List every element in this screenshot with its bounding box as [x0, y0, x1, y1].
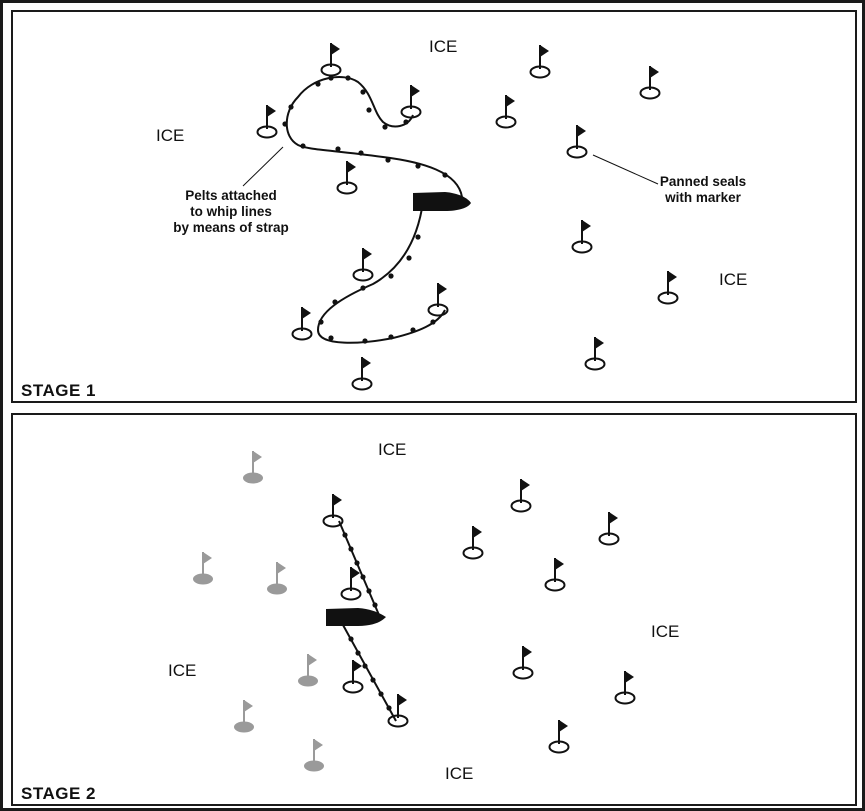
ice-label: ICE [445, 764, 473, 783]
pelts-callout-line: by means of strap [173, 220, 289, 235]
pelt-dot [282, 121, 288, 127]
flag-on-pan-icon [387, 694, 409, 728]
pelt-dot [386, 705, 392, 711]
seals-callout-line: with marker [664, 190, 742, 205]
pelt-dot [328, 75, 334, 81]
pelt-dot [382, 124, 388, 130]
grey-flag-icon [304, 739, 324, 772]
pelt-dot [388, 334, 394, 340]
pelt-dot [360, 285, 366, 291]
pelts-leader-line [242, 146, 284, 187]
flag-on-pan-icon [322, 494, 344, 528]
pelt-dot [410, 327, 416, 333]
flag-on-pan-icon [657, 271, 679, 305]
ship-icon [413, 192, 471, 211]
pelt-dot [403, 119, 409, 125]
whip-line-upper [285, 76, 463, 198]
stage-1-diagram: ICE ICE ICE Pelts attached to whip lines… [21, 37, 747, 400]
pelt-dot [348, 636, 354, 642]
pelt-dot [335, 146, 341, 152]
stage-1-panel: ICE ICE ICE Pelts attached to whip lines… [11, 10, 857, 403]
flag-on-pan-icon [510, 479, 532, 513]
pelts-callout-line: Pelts attached [185, 188, 277, 203]
pelt-dot [300, 143, 306, 149]
grey-flag-icon [267, 562, 287, 595]
grey-flag-icon [234, 700, 254, 733]
flag-on-pan-icon [529, 45, 551, 79]
flag-on-pan-icon [544, 558, 566, 592]
pelt-dot [315, 81, 321, 87]
flag-on-pan-icon [584, 337, 606, 371]
whip-line-lower [316, 201, 446, 344]
flag-on-pan-icon [291, 307, 313, 341]
stage-2-diagram: ICE ICE ICE ICE STAGE 2 [21, 440, 679, 803]
stage-label: STAGE 2 [21, 784, 96, 803]
flag-on-pan-icon [352, 248, 374, 282]
pelt-dot [388, 273, 394, 279]
flag-on-pan-icon [462, 526, 484, 560]
pelt-dot [370, 677, 376, 683]
flag-on-pan-icon [566, 125, 588, 159]
flag-on-pan-icon [639, 66, 661, 100]
pelt-dot [332, 299, 338, 305]
pelt-dot [430, 319, 436, 325]
flag-on-pan-icon [571, 220, 593, 254]
grey-flag-icon [193, 552, 213, 585]
pelt-dot [378, 691, 384, 697]
pelt-dot [415, 234, 421, 240]
pelt-dot [358, 150, 364, 156]
seals-callout-line: Panned seals [660, 174, 746, 189]
flag-on-pan-icon [614, 671, 636, 705]
pelt-dot [415, 163, 421, 169]
ice-label: ICE [719, 270, 747, 289]
pelt-dot [342, 532, 348, 538]
flag-on-pan-icon [495, 95, 517, 129]
pelt-dot [348, 546, 354, 552]
pelt-dot [366, 107, 372, 113]
pelt-dot [318, 319, 324, 325]
stage-label: STAGE 1 [21, 381, 96, 400]
flag-on-pan-icon [400, 85, 422, 119]
flag-on-pan-icon [256, 105, 278, 139]
ship-icon [326, 608, 386, 626]
flag-on-pan-icon [336, 161, 358, 195]
pelt-dot [360, 574, 366, 580]
flag-on-pan-icon [548, 720, 570, 754]
pelt-dot [362, 663, 368, 669]
flag-on-pan-icon [320, 43, 342, 77]
flag-on-pan-icon [340, 567, 362, 601]
pelt-dot [372, 602, 378, 608]
pelt-dot [354, 560, 360, 566]
flag-on-pan-icon [351, 357, 373, 391]
flag-on-pan-icon [512, 646, 534, 680]
pelt-dot [406, 255, 412, 261]
pelt-dot [355, 650, 361, 656]
ice-label: ICE [156, 126, 184, 145]
pelt-dot [366, 588, 372, 594]
pelts-callout-line: to whip lines [190, 204, 272, 219]
ice-label: ICE [651, 622, 679, 641]
ice-label: ICE [168, 661, 196, 680]
grey-flag-icon [243, 451, 263, 484]
pelt-dot [345, 75, 351, 81]
flag-on-pan-icon [598, 512, 620, 546]
pelt-dot [362, 338, 368, 344]
seals-leader-line [592, 154, 659, 185]
grey-flag-icon [298, 654, 318, 687]
pelt-dot [360, 89, 366, 95]
flag-on-pan-icon [342, 660, 364, 694]
pelt-dot [288, 104, 294, 110]
pelt-dot [328, 335, 334, 341]
pelt-dot [442, 172, 448, 178]
pelt-dot [385, 157, 391, 163]
ice-label: ICE [429, 37, 457, 56]
stage-2-panel: ICE ICE ICE ICE STAGE 2 [11, 413, 857, 806]
ice-label: ICE [378, 440, 406, 459]
